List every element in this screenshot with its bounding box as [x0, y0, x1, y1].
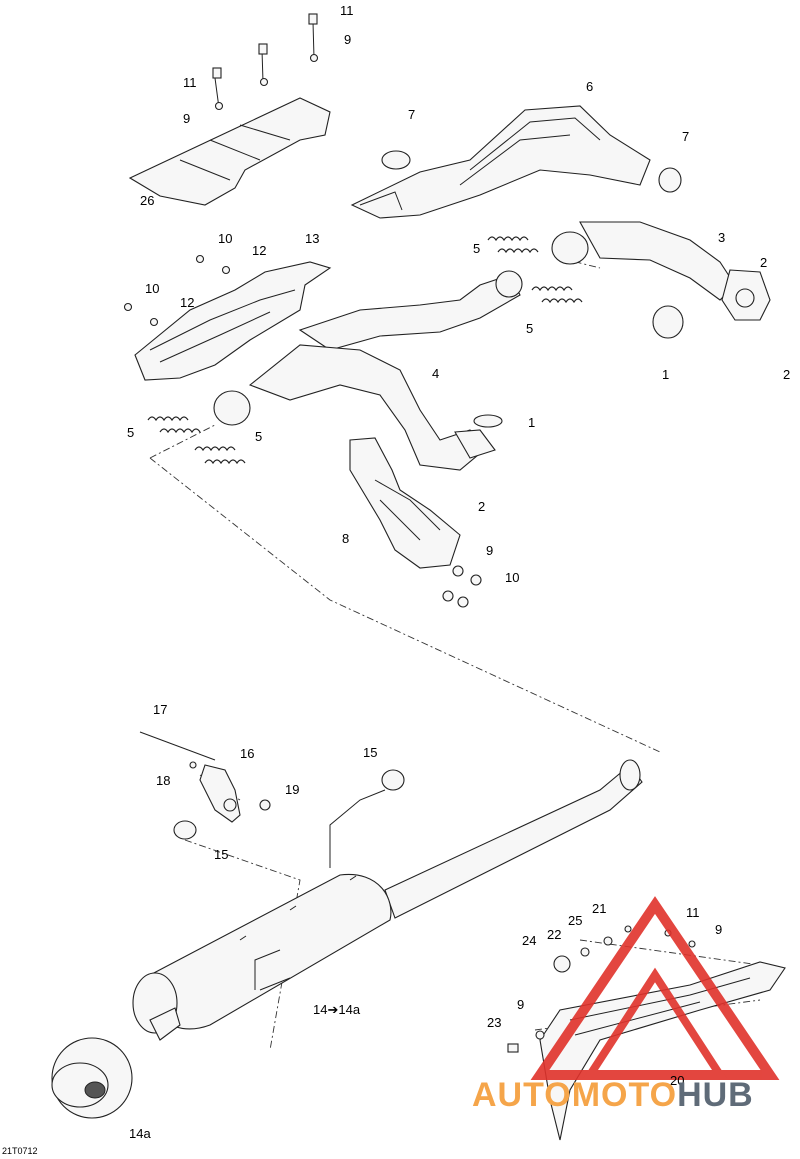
heat-shield-26	[128, 13, 331, 206]
watermark-hub: HUB	[677, 1076, 754, 1114]
watermark-auto: AUTOMOTO	[472, 1076, 678, 1114]
callout-2: 2	[478, 499, 486, 514]
header-pipe-4	[213, 270, 523, 471]
callout-25: 25	[568, 913, 583, 928]
callout-24: 24	[522, 933, 537, 948]
heat-shield-8	[349, 437, 482, 608]
callout-7: 7	[408, 107, 416, 122]
callout-6: 6	[586, 79, 594, 94]
callout-5: 5	[255, 429, 263, 444]
springs-5	[147, 236, 583, 465]
header-pipe-3	[551, 221, 771, 321]
callout-11: 11	[686, 905, 700, 920]
callout-18: 18	[156, 773, 171, 788]
callout-26: 26	[140, 193, 155, 208]
callout-12: 12	[180, 295, 195, 310]
callout-5: 5	[473, 241, 481, 256]
callout-12: 12	[252, 243, 267, 258]
callout-9: 9	[517, 997, 525, 1012]
heat-shield-6	[350, 105, 682, 219]
callout-8: 8	[342, 531, 350, 546]
watermark-logo	[530, 896, 780, 1080]
muffler-14	[132, 759, 643, 1041]
callout-10: 10	[218, 231, 233, 246]
callout-4: 4	[432, 366, 440, 381]
callout-10: 10	[505, 570, 520, 585]
callout-10: 10	[145, 281, 160, 296]
callout-3: 3	[718, 230, 726, 245]
callout-15: 15	[214, 847, 229, 862]
callout-21: 21	[592, 901, 607, 916]
callout-17: 17	[153, 702, 168, 717]
callout-19: 19	[285, 782, 300, 797]
callout-15: 15	[363, 745, 378, 760]
end-cap-14a	[51, 1037, 133, 1119]
watermark-text: AUTOMOTOHUB	[472, 1076, 754, 1115]
gasket-1-upper	[652, 305, 684, 339]
callout-1: 1	[662, 367, 670, 382]
callout-16: 16	[240, 746, 255, 761]
callout-9: 9	[344, 32, 352, 47]
callout-11: 11	[183, 75, 197, 90]
callout-14a: 14a	[129, 1126, 151, 1141]
callout-20: 20	[670, 1073, 685, 1088]
callout-7: 7	[682, 129, 690, 144]
bracket-16-assembly	[139, 731, 405, 840]
callout-1: 1	[528, 415, 536, 430]
callout-11: 11	[340, 3, 354, 18]
callout-5: 5	[127, 425, 135, 440]
callout-14: 14➔14a	[313, 1002, 361, 1017]
callout-23: 23	[487, 1015, 502, 1030]
callout-9: 9	[183, 111, 191, 126]
callout-9: 9	[486, 543, 494, 558]
callout-5: 5	[526, 321, 534, 336]
callout-13: 13	[305, 231, 320, 246]
gasket-1-lower	[473, 414, 503, 428]
callout-22: 22	[547, 927, 562, 942]
callout-9: 9	[715, 922, 723, 937]
heat-shield-13	[123, 254, 332, 381]
diagram-code: 21T0712	[2, 1146, 38, 1156]
callout-2: 2	[760, 255, 768, 270]
callout-2: 2	[783, 367, 791, 382]
